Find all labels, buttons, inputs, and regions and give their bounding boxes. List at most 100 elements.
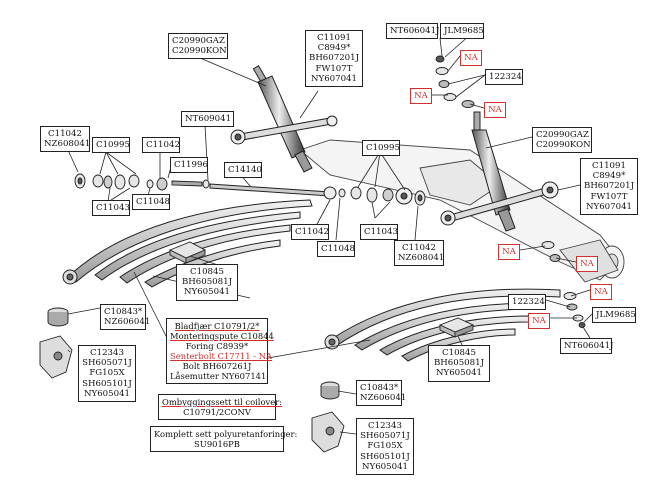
part-number: FG105X [367,441,403,452]
part-number: C11042 [295,227,329,237]
part-number: NZ606041 [104,317,151,328]
label-na-right3: NA [590,284,612,301]
coilover-kit-title: Ombyggingssett til coilover: [162,397,283,407]
part-number: C10843* [360,383,399,393]
part-number: C11048 [321,244,355,254]
label-nt606041-right: NT606041J [560,338,614,355]
part-number: C11996 [174,160,208,170]
part-number: C20990KON [536,140,591,151]
label-c11043-mid: C11043 [360,224,398,241]
part-number: C11043 [96,203,130,213]
part-number: 122324 [512,297,545,307]
label-na-right2: NA [576,256,598,273]
part-number: FW107T [590,191,628,202]
na-marker: NA [464,53,478,63]
na-marker: NA [580,259,594,269]
part-number: C10995 [96,140,130,150]
label-shock-left-parts: C11091 C8949* BH607201J FW107T NY607041 [305,30,363,88]
center-bolt-line: Senterbolt C17711 - NA [170,351,273,361]
label-c10845-right: C10845 BH605081J NY605041 [428,345,490,382]
part-number: C11091 [317,33,351,43]
left-shock-absorber [252,65,313,173]
part-number: C12343 [368,421,402,431]
bolt-line: Bolt BH607261J [182,361,252,371]
left-shackle-bracket [39,335,73,379]
part-number: JLM9685 [596,310,636,320]
label-c11043-left: C11043 [92,200,130,217]
part-number: NT606041J [564,341,614,351]
part-number: SH605071J [82,358,132,369]
label-c14140: C14140 [224,162,262,179]
na-marker: NA [532,316,546,326]
right-shock-absorber [471,111,516,232]
part-number: C12343 [90,348,124,358]
rear-axle [299,139,625,283]
label-shock-right-parts: C11091 C8949* BH607201J FW107T NY607041 [580,158,638,216]
label-c11042-top: C11042 [142,137,180,154]
label-na-top2: NA [410,88,432,105]
part-number: JLM9685 [444,26,484,36]
panhard-rod [209,183,413,205]
polyurethane-kit-title: Komplett sett polyuretanforinger: [154,429,298,439]
label-c12343-left: C12343 SH605071J FG105X SH605101J NY6050… [78,345,136,403]
right-mounting-pad [438,317,475,338]
label-na-right4: NA [528,313,550,330]
label-c11048-mid: C11048 [317,241,355,258]
label-c10995-left: C10995 [92,137,130,154]
part-number: NY605041 [436,368,482,379]
label-c11042-nz-left: C11042 NZ608041 [40,126,90,153]
part-number: SH605071J [360,431,410,442]
part-number: C11091 [592,161,626,171]
label-c11996: C11996 [170,157,208,174]
label-jlm9685-right: JLM9685 [592,307,636,324]
right-lower-small-parts [541,241,586,328]
label-jlm9685-top: JLM9685 [440,23,484,40]
label-c11048-left: C11048 [132,194,170,211]
part-number: FG105X [89,368,125,379]
bushing-line: Foring C8939* [185,341,249,351]
label-na-top1: NA [460,50,482,67]
label-c10843-right: C10843* NZ606041 [356,380,407,407]
na-marker: NA [502,247,516,257]
left-bump-stop [47,307,69,327]
part-number: C11042 [146,140,180,150]
part-number: NY605041 [184,287,230,298]
part-number: 122324 [489,72,522,82]
label-c11042-nz-right: C11042 NZ608041 [394,240,444,267]
label-nt609041: NT609041 [181,111,234,128]
left-link-arm [230,115,338,145]
label-c11042-mid: C11042 [291,224,329,241]
part-number: C8949* [317,43,351,54]
part-number: NY607041 [586,201,632,212]
part-number: FW107T [315,63,353,74]
right-shackle-bracket [311,411,345,453]
part-number: BH605081J [181,277,233,288]
part-number: C20990GAZ [536,130,589,140]
label-122324-top: 122324 [485,69,523,86]
label-c10995-right: C10995 [362,140,400,157]
label-c10845-left: C10845 BH605081J NY605041 [176,264,238,301]
right-bump-stop [320,381,340,400]
left-bushing-stack [74,173,210,191]
part-number: C20990GAZ [172,36,225,46]
left-mounting-pad [168,241,207,264]
part-number: NY605041 [362,461,408,472]
right-link-arm [440,181,559,226]
label-shock-right: C20990GAZ C20990KON [532,127,592,154]
part-number: C11048 [136,197,170,207]
leaf-spring-parts-box: Bladfjær C10791/2* Monteringspute C10844… [166,318,274,384]
na-marker: NA [488,105,502,115]
na-marker: NA [414,91,428,101]
part-number: SH605101J [82,378,132,389]
part-number: C11042 [402,243,436,253]
coilover-kit-number: C10791/2CONV [183,407,251,417]
label-122324-right: 122324 [508,294,546,311]
part-number: NZ606041 [360,393,407,404]
part-number: NT609041 [185,114,232,124]
label-nt606041-top: NT606041J [386,23,440,40]
part-number: C8949* [592,171,626,182]
polyurethane-kit-box: Komplett sett polyuretanforinger: SU9016… [150,426,298,452]
leaf-spring-line: Bladfjær C10791/2* [174,321,260,331]
coilover-kit-box: Ombyggingssett til coilover: C10791/2CON… [158,394,283,420]
